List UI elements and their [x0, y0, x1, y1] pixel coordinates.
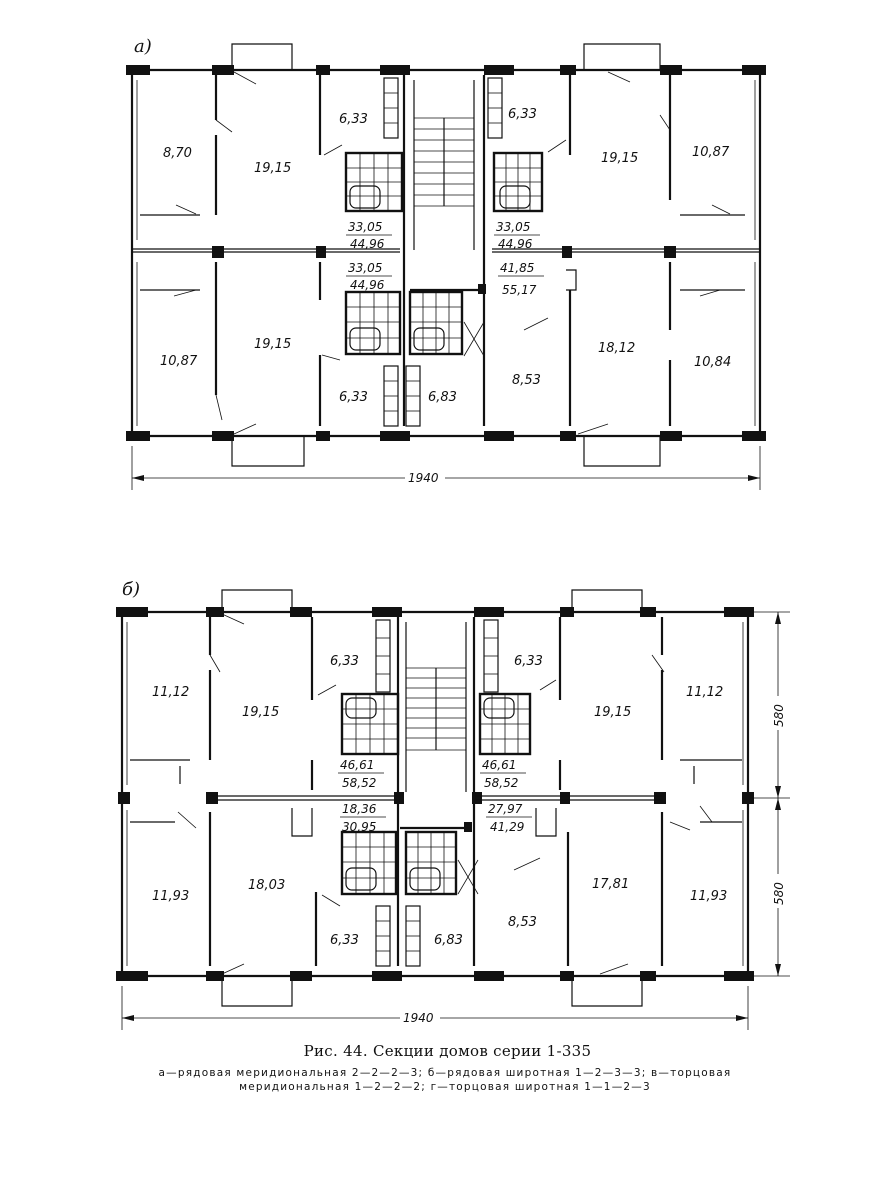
room-area: 19,15 — [242, 705, 279, 720]
depth-dimension: 580 580 — [752, 611, 790, 977]
svg-text:33,05: 33,05 — [496, 220, 530, 234]
room-area: 6,33 — [330, 654, 359, 669]
plan-b-tag: б) — [122, 579, 140, 600]
room-area: 6,33 — [514, 654, 543, 669]
svg-text:33,05: 33,05 — [348, 261, 382, 275]
svg-text:1940: 1940 — [403, 1011, 434, 1025]
room-area: 6,83 — [434, 933, 463, 948]
room-area: 19,15 — [594, 705, 631, 720]
svg-text:27,97: 27,97 — [488, 802, 523, 816]
svg-text:1940: 1940 — [408, 471, 439, 485]
svg-text:44,96: 44,96 — [498, 237, 533, 251]
figure-legend: а—рядовая меридиональная 2—2—2—3; б—рядо… — [158, 1067, 732, 1093]
door-swings — [173, 71, 731, 435]
svg-text:580: 580 — [772, 882, 786, 905]
staircase — [396, 617, 476, 966]
vent-shaft — [291, 808, 313, 837]
room-area: 17,81 — [592, 877, 629, 892]
balcony — [231, 43, 293, 70]
room-area: 6,33 — [339, 112, 368, 127]
kitchen-bath-blocks — [318, 75, 577, 427]
balcony — [231, 436, 305, 467]
apartment-area-fractions: 46,61 58,52 46,61 58,52 18,36 30,95 27,9… — [338, 758, 532, 834]
room-area: 18,12 — [598, 341, 635, 356]
balcony — [583, 43, 661, 70]
room-area: 8,53 — [512, 373, 541, 388]
room-area: 10,87 — [160, 354, 198, 369]
wall-piers — [116, 607, 754, 981]
room-area: 19,15 — [601, 151, 638, 166]
room-area: 6,83 — [428, 390, 457, 405]
svg-text:58,52: 58,52 — [342, 776, 376, 790]
balcony — [571, 589, 643, 612]
room-area: 11,93 — [690, 889, 727, 904]
room-area: 11,12 — [152, 685, 189, 700]
staircase — [402, 75, 486, 426]
balcony — [571, 976, 643, 1007]
room-area: 18,03 — [248, 878, 285, 893]
room-area: 6,33 — [508, 107, 537, 122]
svg-text:55,17: 55,17 — [502, 283, 537, 297]
svg-text:46,61: 46,61 — [482, 758, 516, 772]
svg-text:46,61: 46,61 — [340, 758, 374, 772]
room-area: 19,15 — [254, 337, 291, 352]
svg-text:30,95: 30,95 — [342, 820, 376, 834]
room-area: 8,70 — [163, 146, 192, 161]
svg-text:44,96: 44,96 — [350, 237, 385, 251]
room-area: 6,33 — [339, 390, 368, 405]
plan-a: а) — [126, 36, 766, 490]
room-area: 8,53 — [508, 915, 537, 930]
vent-shaft — [566, 269, 577, 291]
svg-text:41,29: 41,29 — [490, 820, 524, 834]
door-swings — [177, 613, 713, 975]
svg-text:580: 580 — [772, 704, 786, 727]
balcony — [221, 976, 293, 1007]
room-area: 10,84 — [694, 355, 731, 370]
plan-a-tag: а) — [134, 36, 152, 57]
width-dimension: 1940 — [121, 986, 749, 1030]
room-area: 19,15 — [254, 161, 291, 176]
room-area: 6,33 — [330, 933, 359, 948]
plan-b: б) — [116, 579, 790, 1030]
kitchen-bath-blocks — [291, 617, 570, 967]
width-dimension: 1940 — [131, 446, 761, 490]
svg-text:44,96: 44,96 — [350, 278, 385, 292]
svg-text:18,36: 18,36 — [342, 802, 377, 816]
figure-caption: Рис. 44. Секции домов серии 1-335 — [303, 1042, 592, 1060]
svg-text:58,52: 58,52 — [484, 776, 518, 790]
svg-text:41,85: 41,85 — [500, 261, 534, 275]
vent-shaft — [535, 808, 557, 837]
apartment-area-fractions: 33,05 44,96 33,05 44,96 33,05 44,96 41,8… — [346, 220, 544, 297]
svg-text:33,05: 33,05 — [348, 220, 382, 234]
balcony — [221, 589, 293, 612]
balcony — [583, 436, 661, 467]
room-area: 10,87 — [692, 145, 730, 160]
room-area: 11,12 — [686, 685, 723, 700]
room-area: 11,93 — [152, 889, 189, 904]
